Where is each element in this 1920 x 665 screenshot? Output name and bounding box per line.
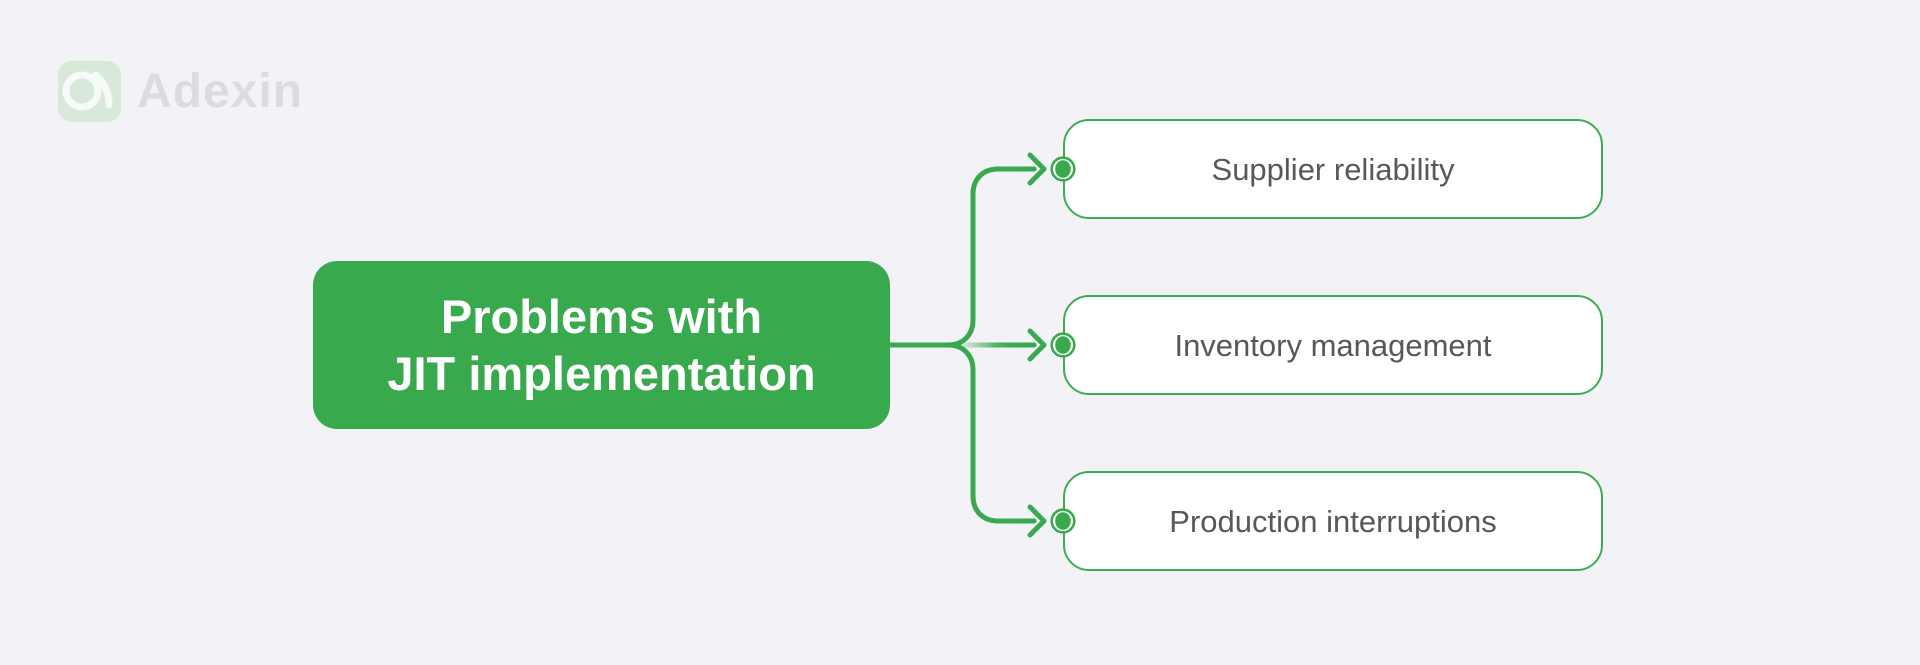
branch-label: Inventory management [1174, 327, 1492, 363]
arrowhead-icon-middle [1027, 328, 1047, 362]
root-title-line2: JIT implementation [387, 347, 816, 400]
root-title-line1: Problems with [440, 290, 763, 343]
branch-node-supplier-reliability: Supplier reliability [1063, 119, 1603, 219]
adexin-a-glyph [62, 71, 113, 111]
brand-logo: Adexin [58, 61, 303, 122]
adexin-a-icon [58, 61, 121, 122]
branch-label: Supplier reliability [1211, 151, 1455, 187]
root-node-problems-with-jit: Problems with JIT implementation [313, 261, 890, 429]
connector-top-branch [945, 166, 1037, 348]
branch-node-production-interruptions: Production interruptions [1063, 471, 1603, 571]
connector-bottom-branch [945, 342, 1037, 524]
arrowhead-icon-top [1027, 152, 1047, 186]
root-node-title: Problems with JIT implementation [387, 288, 815, 402]
branch-label: Production interruptions [1169, 503, 1497, 539]
branch-node-inventory-management: Inventory management [1063, 295, 1603, 395]
brand-name: Adexin [137, 64, 304, 118]
arrowhead-icon-bottom [1027, 504, 1047, 538]
